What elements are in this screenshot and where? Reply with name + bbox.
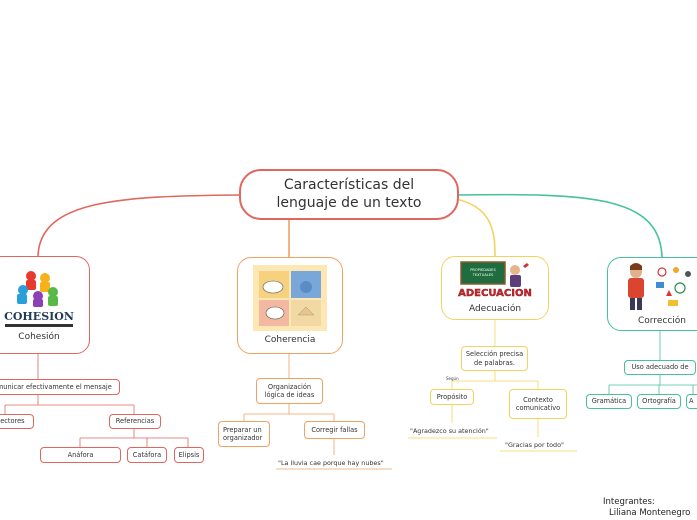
adecuacion-ejemplo2: "Gracias por todo" [505, 441, 564, 449]
board-line2: TEXTUALES [472, 273, 494, 277]
catafora-text: Catáfora [132, 450, 162, 459]
gramatica-text: Gramática [591, 397, 627, 406]
elipsis-text: Elipsis [178, 450, 200, 459]
cohesion-conectores[interactable]: Conectores [0, 414, 34, 429]
contexto-line2: comunicativo [515, 404, 561, 412]
credits: Integrantes: Liliana Montenegro [603, 497, 690, 518]
adecuacion-proposito[interactable]: Propósito [430, 389, 474, 405]
root-title-line1: Características del [283, 177, 415, 193]
organizacion-line1: Organización [267, 382, 312, 391]
adecuacion-contexto[interactable]: Contexto comunicativo [509, 389, 567, 419]
cohesion-main-idea-text: Comunicar efectivamente el mensaje [0, 382, 112, 391]
presenter-icon [628, 263, 691, 311]
proposito-text: Propósito [436, 392, 468, 401]
seleccion-line1: Selección precisa [465, 350, 524, 359]
coherencia-ejemplo: "La lluvia cae porque hay nubes" [278, 459, 384, 467]
preparar-line2: organizador [223, 434, 263, 442]
cohesion-image-text: COHESION [4, 310, 74, 323]
adecuacion-seleccion[interactable]: Selección precisa de palabras. [461, 346, 528, 371]
correccion-image [622, 260, 697, 313]
cohesion-main-idea[interactable]: Comunicar efectivamente el mensaje [0, 379, 120, 395]
cohesion-anafora[interactable]: Anáfora [40, 447, 121, 463]
root-title-line2: lenguaje de un texto [276, 194, 422, 211]
adecuacion-image-text: ADECUACION [458, 288, 532, 299]
cohesion-image: COHESION [1, 266, 77, 329]
topic-adecuacion[interactable]: PROPIEDADES TEXTUALES ADECUACION Adecuac… [441, 256, 549, 320]
cohesion-elipsis[interactable]: Elipsis [174, 447, 204, 463]
link-root-cohesion [37, 194, 241, 257]
preparar-line1: Preparar un [223, 425, 262, 434]
conectores-text: Conectores [0, 417, 25, 426]
board-line1: PROPIEDADES [470, 268, 496, 272]
correccion-a[interactable]: A [686, 394, 697, 409]
root-node[interactable]: Características del lenguaje de un texto [239, 169, 459, 220]
teacher-board-icon: PROPIEDADES TEXTUALES ADECUACION [458, 261, 532, 300]
topic-coherencia[interactable]: Coherencia [237, 257, 343, 354]
adecuacion-tiny-label: Según [446, 376, 459, 381]
coherencia-organizacion[interactable]: Organización lógica de ideas [256, 378, 323, 404]
cohesion-label: Cohesión [18, 332, 60, 343]
coherencia-corregir[interactable]: Corregir fallas [304, 421, 365, 439]
adecuacion-ejemplo1: "Agradezco su atención" [410, 427, 489, 435]
seleccion-line2: de palabras. [474, 358, 515, 367]
credits-member1: Liliana Montenegro [609, 507, 691, 518]
adecuacion-label: Adecuación [468, 304, 522, 315]
correccion-gramatica[interactable]: Gramática [586, 394, 632, 409]
puzzle-pieces-icon [259, 270, 321, 326]
uso-text: Uso adecuado de [631, 363, 689, 372]
credits-heading: Integrantes: [603, 497, 655, 507]
ortografia-text: Ortografía [642, 397, 676, 406]
organizacion-line2: lógica de ideas [264, 391, 315, 399]
topic-correccion[interactable]: Corrección [607, 257, 697, 331]
coherencia-label: Coherencia [264, 334, 316, 345]
topic-cohesion[interactable]: COHESION Cohesión [0, 256, 90, 354]
cohesion-referencias[interactable]: Referencias [109, 414, 161, 429]
corregir-text: Corregir fallas [311, 425, 358, 434]
puzzle-people-icon: COHESION [4, 271, 74, 328]
coherencia-image [253, 264, 327, 331]
link-root-correccion [457, 193, 663, 258]
referencias-text: Referencias [115, 417, 155, 426]
cohesion-catafora[interactable]: Catáfora [127, 447, 167, 463]
correccion-uso[interactable]: Uso adecuado de [624, 360, 696, 375]
anafora-text: Anáfora [67, 450, 94, 459]
correccion-label: Corrección [638, 316, 686, 327]
a-text: A [689, 397, 694, 406]
correccion-ortografia[interactable]: Ortografía [637, 394, 681, 409]
coherencia-preparar[interactable]: Preparar un organizador [218, 421, 270, 447]
contexto-line1: Contexto [523, 395, 553, 404]
adecuacion-image: PROPIEDADES TEXTUALES ADECUACION [457, 260, 533, 301]
